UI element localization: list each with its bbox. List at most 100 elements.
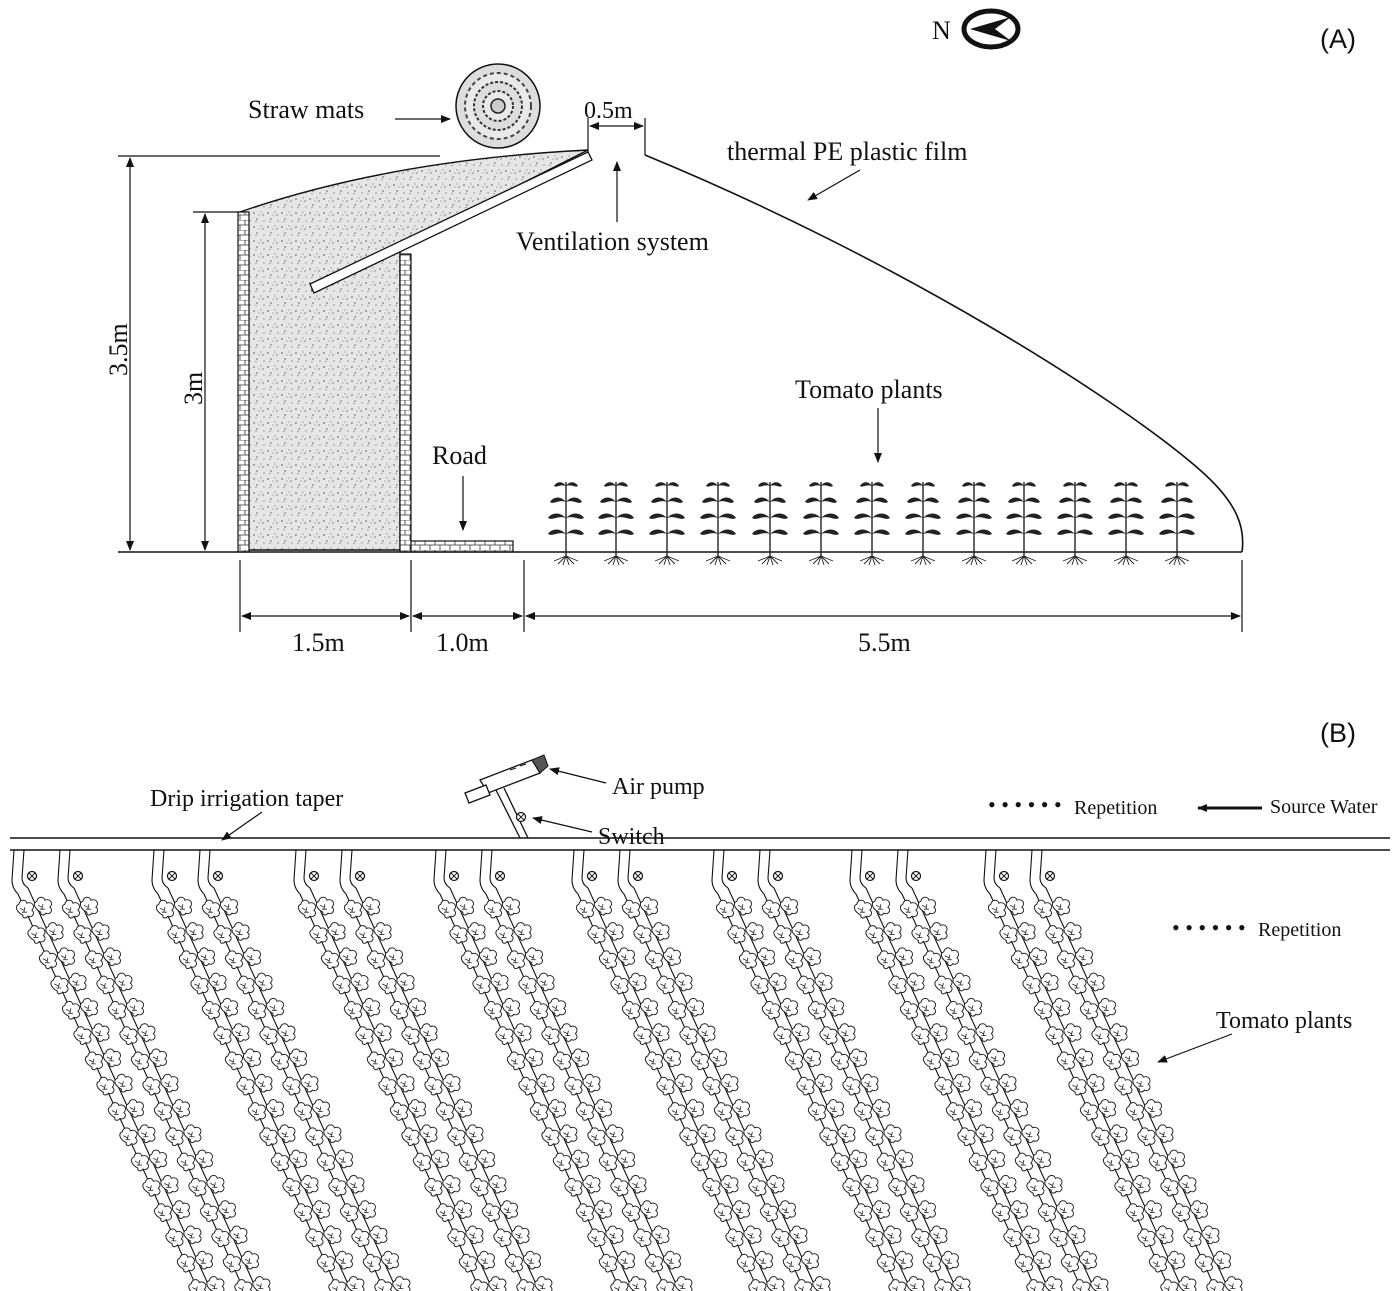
tomato-plant-icon [633,1026,652,1045]
tomato-plant-icon [547,1099,567,1118]
tomato-plant-icon [865,1127,884,1147]
tomato-plant-icon [323,1225,342,1245]
tomato-plant-icon [575,899,595,919]
tomato-plant-icon [504,1253,523,1273]
tomato-plant-icon [219,997,239,1017]
tomato-plant-icon [644,1051,664,1071]
tomato-plant-icon [518,975,537,995]
tomato-plant-icon [860,1073,879,1093]
tomato-plant-icon [148,1149,167,1169]
tomato-plant-icon [297,899,317,919]
tomato-plant-icon [1137,1228,1156,1248]
tomato-plant-icon [952,1276,971,1291]
valve-icon [448,870,460,882]
tomato-plant-icon [940,947,960,967]
tomato-plant-icon [807,1000,827,1020]
tomato-plant-icon [430,1048,450,1068]
tomato-plant-icon [236,1076,255,1096]
tomato-plant-icon [1097,1099,1117,1118]
tomato-rows-b [11,849,1243,1291]
tomato-plant-icon [320,950,340,970]
tomato-plant-icon [458,1253,477,1273]
tomato-plant-icon [102,1048,122,1068]
tomato-plant-icon [15,899,35,919]
tomato-plant-icon [738,950,758,970]
tomato-plant-icon [435,1203,454,1222]
tomato-plant-icon [633,1228,652,1248]
valve-icon [586,870,598,882]
tomato-plant-icon [616,1250,635,1270]
tomato-plant-icon [621,1203,640,1222]
tomato-plant-icon [536,1073,555,1093]
tomato-plant-icon [756,947,776,967]
tomato-plant-icon [991,1102,1011,1121]
tomato-plant-icon [559,1023,578,1042]
tomato-plant-icon [1137,1127,1156,1147]
source-water-label: Source Water [1270,796,1378,818]
tomato-plant-icon [587,925,606,944]
tomato-plant-icon [685,997,705,1017]
tomato-plant-icon [435,1102,455,1121]
tomato-plant-icon [917,1200,936,1219]
tomato-plant-icon [860,1174,879,1194]
tomato-plant-icon [254,972,273,992]
tomato-plant-icon [628,1174,647,1194]
tomato-plant-icon [754,1149,773,1169]
tomato-plant-icon [899,1000,919,1020]
tomato-plant-icon [478,947,498,967]
tomato-plant-icon [61,899,81,919]
tomato-plant-icon [73,1026,92,1045]
tomato-plant-icon [495,925,514,944]
tomato-plant-icon [922,950,942,970]
tomato-plant-icon [378,975,397,995]
repetition-top-label: Repetition [1074,797,1157,819]
tomato-plant-icon [750,975,769,995]
tomato-plant-icon [616,947,636,967]
tomato-plant-icon [876,950,896,970]
tomato-plant-icon [570,1048,590,1068]
tomato-plant-icon [605,922,624,941]
tomato-plant-icon [311,1099,331,1118]
tomato-plant-icon [476,1149,495,1169]
drip-lateral-connector [433,849,451,895]
tomato-plant-icon [999,925,1018,944]
tomato-plant-icon [501,896,521,916]
tomato-plant-icon [424,1177,443,1197]
tomato-plant-icon [888,1279,907,1291]
tomato-plant-icon [564,1177,583,1197]
panel-b: (B) Air pump Switch Drip irrigation tape… [10,718,1390,1291]
tomato-plant-icon [865,1228,884,1248]
tomato-plant-icon [201,1000,221,1020]
tomato-plant-icon [1045,925,1064,944]
tomato-plant-icon [160,1073,179,1093]
tomato-plant-icon [1026,1279,1045,1291]
tomato-plant-icon [315,896,335,916]
tomato-plant-icon [656,1076,675,1096]
tomato-plant-icon [495,1026,514,1045]
tomato-plant-icon [685,1099,705,1118]
tomato-plant-icon [1171,1203,1190,1222]
tomato-plant-icon [628,972,647,992]
tomato-plant-icon [906,1276,925,1291]
tomato-plant-icon [782,1253,801,1273]
tomato-plant-icon [472,975,491,995]
tomato-plant-icon [1051,896,1071,916]
tomato-plant-icon [690,1051,710,1071]
tomato-plant-icon [825,997,845,1017]
tomato-plant-icon [541,1127,560,1147]
tomato-plant-icon [894,947,914,967]
tomato-plant-icon [1224,1276,1243,1291]
tomato-plant-icon [633,925,652,944]
drip-lateral-connector [479,849,497,895]
tomato-plant-icon [288,1048,308,1068]
tomato-plant-icon [922,1253,941,1273]
tomato-plant-icon [733,896,753,916]
tomato-plant-icon [265,997,285,1017]
tomato-plant-icon [213,925,232,944]
tomato-plant-icon [1132,1073,1151,1093]
tomato-plant-icon [240,1250,259,1270]
tomato-plant-icon [1178,1174,1197,1194]
tomato-plant-icon [389,1000,409,1020]
tomato-plant-icon [986,1048,1006,1068]
